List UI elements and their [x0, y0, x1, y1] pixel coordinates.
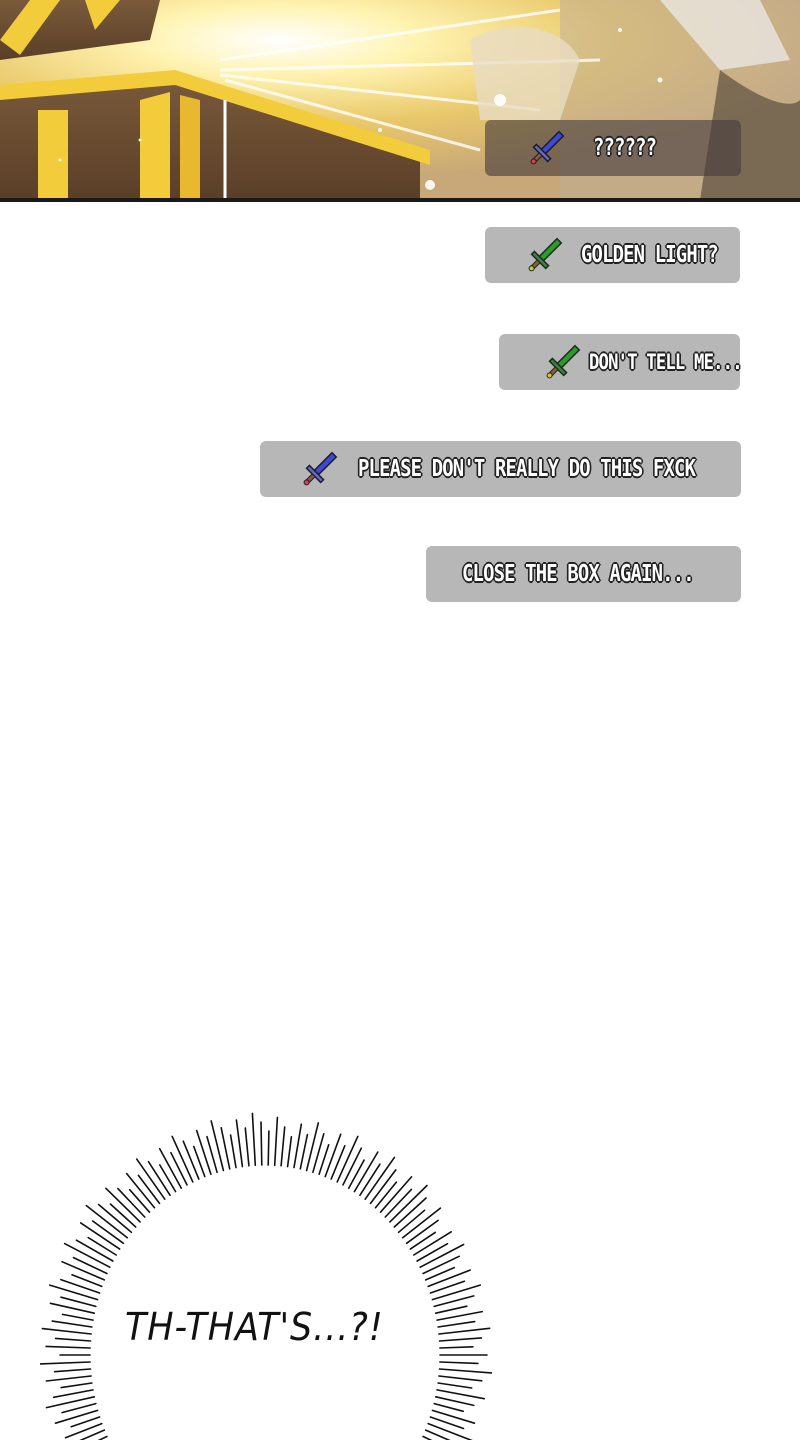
burst-line	[423, 1256, 459, 1273]
notification-bubble: PLEASE DON'T REALLY DO THIS FXCK	[260, 441, 741, 497]
green-sword-icon	[541, 340, 585, 384]
burst-line	[245, 1128, 249, 1166]
burst-line	[417, 1244, 447, 1261]
burst-line	[390, 1186, 427, 1222]
burst-line	[111, 1204, 136, 1227]
burst-line	[221, 1128, 230, 1169]
burst-line	[428, 1270, 470, 1286]
burst-line	[440, 1362, 478, 1363]
burst-line	[440, 1338, 482, 1341]
burst-line	[439, 1328, 490, 1334]
burst-line	[432, 1285, 480, 1300]
burst-line	[436, 1397, 474, 1406]
burst-line	[46, 1376, 91, 1381]
burst-line	[93, 1221, 124, 1243]
burst-line	[252, 1113, 255, 1165]
burst-line	[438, 1383, 472, 1388]
burst-line	[261, 1122, 262, 1165]
burst-line	[410, 1232, 435, 1249]
blue-sword-icon	[525, 126, 569, 170]
burst-line	[281, 1127, 285, 1166]
burst-line	[74, 1258, 107, 1274]
burst-line	[61, 1297, 96, 1306]
bubble-text: DON'T TELL ME...	[589, 350, 742, 374]
burst-line	[343, 1148, 361, 1185]
burst-line	[360, 1164, 380, 1195]
burst-line	[183, 1141, 199, 1179]
burst-line	[434, 1404, 463, 1412]
bubble-text: GOLDEN LIGHT?	[581, 242, 718, 268]
burst-line	[294, 1124, 301, 1167]
burst-line	[62, 1404, 96, 1413]
burst-line	[46, 1346, 90, 1348]
burst-line	[275, 1117, 278, 1165]
burst-line	[436, 1306, 467, 1313]
burst-line	[56, 1338, 91, 1341]
burst-line	[300, 1135, 307, 1169]
notification-bubble: ??????	[485, 120, 741, 176]
green-sword-icon	[523, 233, 567, 277]
burst-line	[42, 1329, 91, 1334]
blue-sword-icon	[298, 447, 342, 491]
bubble-text: ??????	[593, 135, 656, 161]
burst-line	[76, 1240, 113, 1261]
burst-line	[130, 1190, 150, 1213]
burst-line	[63, 1314, 94, 1320]
burst-line	[40, 1362, 90, 1364]
burst-line	[62, 1262, 104, 1280]
burst-line	[440, 1369, 492, 1373]
bubble-text: PLEASE DON'T REALLY DO THIS FXCK	[358, 456, 695, 482]
burst-line	[349, 1160, 364, 1188]
burst-line	[376, 1182, 397, 1208]
burst-line	[331, 1146, 345, 1179]
burst-line	[268, 1131, 269, 1165]
burst-line	[432, 1410, 474, 1423]
notification-bubble: GOLDEN LIGHT?	[485, 227, 740, 283]
burst-line	[197, 1131, 211, 1175]
burst-line	[231, 1135, 236, 1168]
burst-line	[325, 1134, 341, 1176]
burst-line	[440, 1347, 473, 1348]
burst-line	[437, 1312, 482, 1321]
burst-line	[88, 1238, 116, 1255]
burst-line	[160, 1165, 176, 1192]
bubble-text: CLOSE THE BOX AGAIN...	[462, 561, 694, 587]
burst-line	[66, 1424, 102, 1438]
burst-line	[236, 1120, 242, 1167]
burst-line	[138, 1175, 159, 1203]
burst-line	[288, 1137, 292, 1167]
burst-line	[428, 1424, 474, 1440]
burst-line	[437, 1390, 484, 1399]
panel-border	[0, 198, 800, 202]
burst-line	[52, 1321, 92, 1327]
burst-line	[307, 1123, 319, 1171]
burst-line	[55, 1369, 91, 1372]
burst-line	[171, 1153, 187, 1185]
burst-line	[61, 1383, 92, 1388]
speech-burst	[40, 1110, 500, 1440]
burst-line	[54, 1390, 93, 1397]
burst-line	[439, 1376, 482, 1381]
notification-bubble: CLOSE THE BOX AGAIN...	[426, 546, 741, 602]
burst-line	[50, 1285, 98, 1300]
burst-line	[438, 1322, 475, 1327]
exclaim-text: TH-THAT'S...?!	[125, 1305, 384, 1349]
notification-bubble: DON'T TELL ME...	[499, 334, 740, 390]
burst-line	[399, 1210, 425, 1232]
